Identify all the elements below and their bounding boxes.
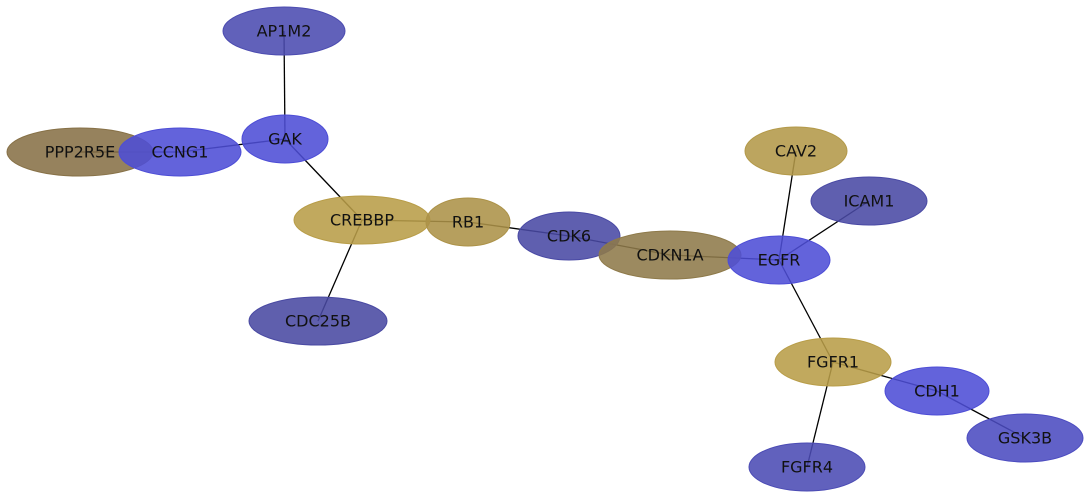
node-label: CDKN1A <box>636 246 703 265</box>
node-cdc25b[interactable]: CDC25B <box>248 296 388 346</box>
node-label: AP1M2 <box>257 22 312 41</box>
node-gak[interactable]: GAK <box>241 114 329 164</box>
node-label: CCNG1 <box>152 143 209 162</box>
node-rb1[interactable]: RB1 <box>425 197 511 247</box>
node-ppp2r5e[interactable]: PPP2R5E <box>6 127 154 177</box>
node-label: PPP2R5E <box>45 143 116 162</box>
node-shape[interactable] <box>748 442 866 492</box>
node-label: CDC25B <box>285 312 351 331</box>
node-cdk6[interactable]: CDK6 <box>517 211 621 261</box>
node-fgfr1[interactable]: FGFR1 <box>774 337 892 387</box>
node-shape[interactable] <box>222 6 346 56</box>
node-label: RB1 <box>452 213 484 232</box>
node-cdh1[interactable]: CDH1 <box>884 366 990 416</box>
node-label: CDH1 <box>914 382 960 401</box>
node-label: CAV2 <box>775 142 817 161</box>
node-shape[interactable] <box>241 114 329 164</box>
node-shape[interactable] <box>966 413 1084 463</box>
node-icam1[interactable]: ICAM1 <box>810 176 928 226</box>
node-fgfr4[interactable]: FGFR4 <box>748 442 866 492</box>
node-shape[interactable] <box>118 127 242 177</box>
node-label: GAK <box>268 130 302 149</box>
node-shape[interactable] <box>425 197 511 247</box>
node-label: CDK6 <box>547 227 591 246</box>
node-gsk3b[interactable]: GSK3B <box>966 413 1084 463</box>
node-ccng1[interactable]: CCNG1 <box>118 127 242 177</box>
node-shape[interactable] <box>727 235 831 285</box>
node-crebbp[interactable]: CREBBP <box>293 195 431 245</box>
node-label: ICAM1 <box>844 192 895 211</box>
node-cdkn1a[interactable]: CDKN1A <box>598 230 742 280</box>
node-ap1m2[interactable]: AP1M2 <box>222 6 346 56</box>
node-shape[interactable] <box>774 337 892 387</box>
node-label: FGFR1 <box>807 353 859 372</box>
node-label: CREBBP <box>330 211 394 230</box>
node-label: GSK3B <box>998 429 1052 448</box>
node-shape[interactable] <box>744 126 848 176</box>
node-egfr[interactable]: EGFR <box>727 235 831 285</box>
node-shape[interactable] <box>810 176 928 226</box>
node-label: EGFR <box>758 251 801 270</box>
node-shape[interactable] <box>884 366 990 416</box>
node-cav2[interactable]: CAV2 <box>744 126 848 176</box>
node-shape[interactable] <box>248 296 388 346</box>
node-shape[interactable] <box>517 211 621 261</box>
node-label: FGFR4 <box>781 458 833 477</box>
